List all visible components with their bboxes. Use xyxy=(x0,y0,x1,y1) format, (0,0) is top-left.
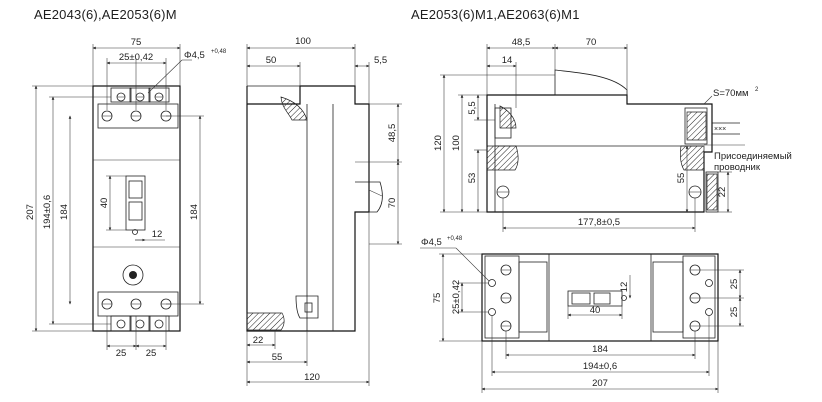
dim-side-120: 120 xyxy=(304,372,320,383)
m1-lever xyxy=(554,69,628,96)
dim-top-194: 194±0,6 xyxy=(583,361,617,372)
dim-front-hole: Φ4,5 xyxy=(184,50,205,61)
m1-section-sup: 2 xyxy=(755,87,759,93)
dim-front-184: 184 xyxy=(59,204,70,220)
dim-front-75: 75 xyxy=(131,37,142,48)
top-view-bolts-left xyxy=(488,264,512,332)
title-left: AE2043(6),AE2053(6)M xyxy=(34,7,177,22)
dim-front-25-a: 25 xyxy=(116,348,127,359)
top-view-handle xyxy=(567,290,627,307)
dim-side-55: 55 xyxy=(272,352,283,363)
side-hatch-bottom xyxy=(246,312,285,331)
dim-top-184: 184 xyxy=(592,344,608,355)
dim-m1-100: 100 xyxy=(451,135,462,151)
dim-m1-70: 70 xyxy=(586,37,597,48)
m1-section-label: S=70мм xyxy=(713,88,749,99)
front-indicator xyxy=(122,264,144,286)
dim-m1-120: 120 xyxy=(433,135,444,151)
dim-front-25-b: 25 xyxy=(146,348,157,359)
dim-side-70: 70 xyxy=(387,198,398,209)
dim-side-100: 100 xyxy=(295,36,311,47)
dim-m1-22: 22 xyxy=(717,187,728,198)
front-view xyxy=(32,44,204,350)
top-view-bolts-right xyxy=(689,264,713,332)
side-view xyxy=(246,44,402,386)
side-lever xyxy=(355,181,383,213)
dim-front-12: 12 xyxy=(152,229,163,240)
dim-top-207: 207 xyxy=(592,378,608,389)
dim-front-hole-tol: +0,48 xyxy=(211,49,227,55)
dim-front-40: 40 xyxy=(99,198,110,209)
m1-conductor-line2: проводник xyxy=(714,162,761,173)
dim-top-25-b: 25 xyxy=(729,307,740,318)
title-right: AE2053(6)M1,AE2063(6)M1 xyxy=(411,7,580,22)
side-view-m1: ××× xyxy=(440,44,745,232)
top-hole-label: Φ4,5 xyxy=(421,237,442,248)
dim-top-40: 40 xyxy=(590,305,601,316)
dim-front-184-right: 184 xyxy=(189,204,200,220)
dim-m1-14: 14 xyxy=(502,55,513,66)
dim-side-5-5: 5,5 xyxy=(374,55,387,66)
dim-m1-177-8: 177,8±0,5 xyxy=(578,217,620,228)
dim-front-25-042: 25±0,42 xyxy=(119,52,153,63)
dim-top-25-042: 25±0,42 xyxy=(451,280,462,314)
dim-front-194: 194±0,6 xyxy=(42,195,53,229)
dim-m1-48-5: 48,5 xyxy=(512,37,531,48)
dim-m1-53: 53 xyxy=(467,173,478,184)
dim-top-12: 12 xyxy=(619,282,630,293)
svg-text:×××: ××× xyxy=(714,126,726,133)
dim-side-22: 22 xyxy=(253,335,264,346)
m1-conductor-line1: Присоединяемый xyxy=(714,151,792,162)
dim-top-25-a: 25 xyxy=(729,279,740,290)
dim-m1-55: 55 xyxy=(676,173,687,184)
dim-side-48-5: 48,5 xyxy=(387,124,398,143)
top-view-m1 xyxy=(420,247,744,393)
dim-front-207: 207 xyxy=(25,204,36,220)
side-hatch-top xyxy=(280,96,308,121)
dim-side-50: 50 xyxy=(266,55,277,66)
top-hole-tol: +0,48 xyxy=(447,236,463,242)
dim-m1-5-5: 5,5 xyxy=(467,101,478,114)
front-handle xyxy=(125,175,146,235)
dim-top-75: 75 xyxy=(432,293,443,304)
